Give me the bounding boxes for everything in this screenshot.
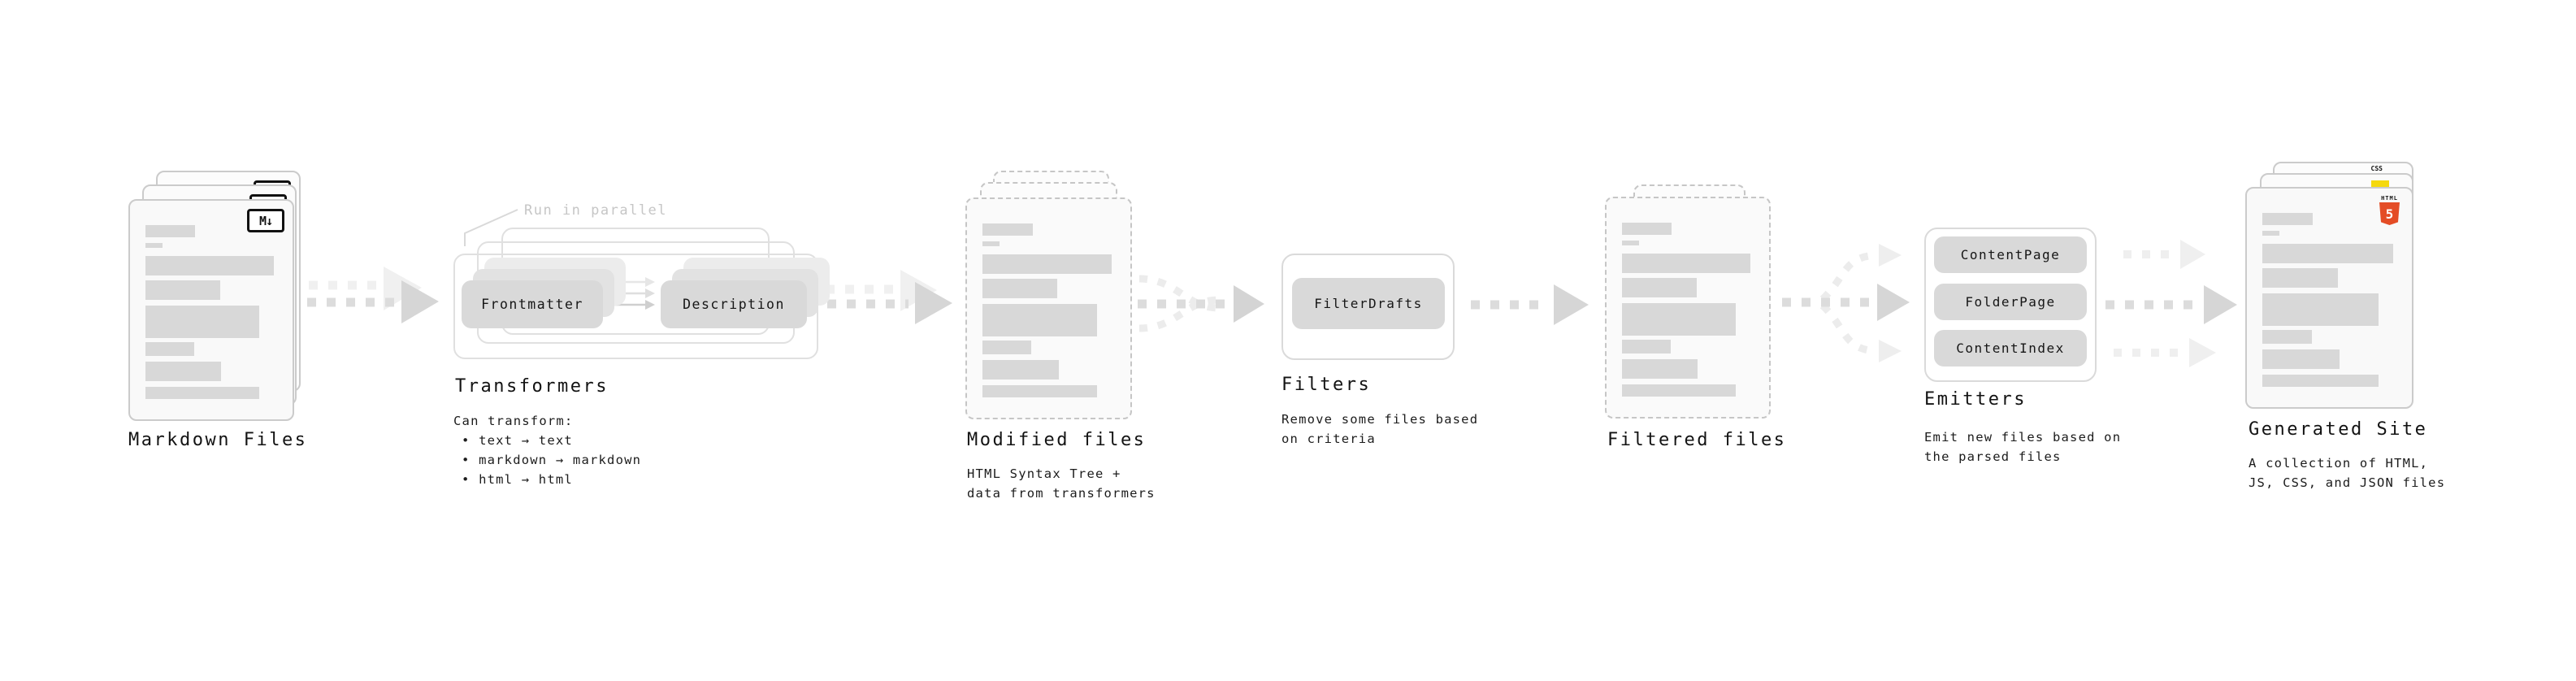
filtered-files-label: Filtered files <box>1607 430 1787 450</box>
subtitle-line: data from transformers <box>967 486 1156 501</box>
folder-page-chip: FolderPage <box>1934 284 2087 320</box>
arrow-filtered-to-emitters <box>1782 244 1910 362</box>
text-placeholder-bar <box>1622 254 1750 273</box>
transform-bullet: • text → text <box>462 433 573 448</box>
doc-content-bars <box>145 225 276 399</box>
subtitle-line: on criteria <box>1281 432 1376 446</box>
text-placeholder-bar <box>2262 231 2280 236</box>
markdown-badge-icon: M↓ <box>247 209 284 232</box>
text-placeholder-bar <box>982 360 1059 380</box>
subtitle-line: HTML Syntax Tree + <box>967 466 1121 481</box>
arrow-filters-to-filtered <box>1471 284 1589 325</box>
site-doc-page-front: HTML 5 <box>2245 187 2413 409</box>
run-in-parallel-note: Run in parallel <box>524 202 668 219</box>
description-step: Description <box>661 280 807 328</box>
text-placeholder-bar <box>2262 268 2339 288</box>
subtitle-line: the parsed files <box>1924 449 2062 464</box>
text-placeholder-bar <box>982 304 1097 336</box>
text-placeholder-bar <box>2262 213 2314 225</box>
text-placeholder-bar <box>982 340 1031 354</box>
text-placeholder-bar <box>145 306 260 338</box>
arrow-emitters-to-site <box>2105 240 2237 367</box>
text-placeholder-bar <box>1622 359 1698 379</box>
generated-site-subtitle: A collection of HTML, JS, CSS, and JSON … <box>2249 453 2445 492</box>
text-placeholder-bar <box>1622 303 1737 336</box>
text-placeholder-bar <box>1622 241 1639 245</box>
text-placeholder-bar <box>982 279 1058 298</box>
text-placeholder-bar <box>145 362 222 381</box>
subtitle-line: Emit new files based on <box>1924 430 2122 445</box>
can-transform-heading: Can transform: <box>453 414 574 428</box>
emitters-label: Emitters <box>1924 389 2027 410</box>
text-placeholder-bar <box>145 243 163 248</box>
text-placeholder-bar <box>2262 375 2379 387</box>
modified-doc-page-front <box>965 197 1132 419</box>
frontmatter-step: Frontmatter <box>462 280 603 328</box>
text-placeholder-bar <box>145 256 274 275</box>
filters-label: Filters <box>1281 375 1372 395</box>
filtered-doc-page-front <box>1605 197 1771 419</box>
arrow-markdown-to-transformers <box>307 267 439 323</box>
transform-bullet: • markdown → markdown <box>462 453 642 467</box>
text-placeholder-bar <box>2262 244 2393 263</box>
doc-content-bars <box>2262 213 2396 387</box>
doc-content-bars <box>982 223 1114 397</box>
text-placeholder-bar <box>145 342 194 356</box>
doc-content-bars <box>1622 223 1753 397</box>
transformers-label: Transformers <box>455 376 609 397</box>
arrow-transformers-to-modified <box>826 270 952 324</box>
subtitle-line: A collection of HTML, <box>2249 456 2429 471</box>
subtitle-line: Remove some files based <box>1281 412 1479 427</box>
text-placeholder-bar <box>145 280 220 300</box>
text-placeholder-bar <box>145 387 260 399</box>
text-placeholder-bar <box>1622 340 1671 354</box>
generated-site-label: Generated Site <box>2249 419 2428 440</box>
text-placeholder-bar <box>145 225 196 237</box>
text-placeholder-bar <box>1622 384 1737 397</box>
subtitle-line: JS, CSS, and JSON files <box>2249 475 2446 490</box>
text-placeholder-bar <box>1622 223 1672 235</box>
filter-drafts-chip: FilterDrafts <box>1292 278 1445 329</box>
text-placeholder-bar <box>982 385 1097 397</box>
modified-files-subtitle: HTML Syntax Tree + data from transformer… <box>967 464 1156 503</box>
text-placeholder-bar <box>2262 349 2340 369</box>
html5-badge-icon: HTML 5 <box>2379 195 2400 225</box>
text-placeholder-bar <box>982 254 1112 274</box>
text-placeholder-bar <box>2262 330 2312 344</box>
text-placeholder-bar <box>982 223 1033 236</box>
modified-files-label: Modified files <box>967 430 1147 450</box>
html5-word: HTML <box>2381 195 2398 202</box>
markdown-doc-page-front: M↓ <box>128 199 294 421</box>
text-placeholder-bar <box>2262 293 2379 326</box>
filters-subtitle: Remove some files based on criteria <box>1281 410 1478 449</box>
emitters-subtitle: Emit new files based on the parsed files <box>1924 427 2121 466</box>
text-placeholder-bar <box>982 241 1000 246</box>
transform-bullet: • html → html <box>462 472 573 487</box>
content-page-chip: ContentPage <box>1934 236 2087 273</box>
html5-shield: 5 <box>2379 202 2400 225</box>
arrow-modified-to-filters <box>1138 275 1264 332</box>
text-placeholder-bar <box>1622 278 1697 297</box>
js-badge-icon <box>2371 180 2389 189</box>
markdown-files-label: Markdown Files <box>128 430 308 450</box>
content-index-chip: ContentIndex <box>1934 330 2087 367</box>
transformers-description: Can transform: • text → text • markdown … <box>453 411 641 489</box>
